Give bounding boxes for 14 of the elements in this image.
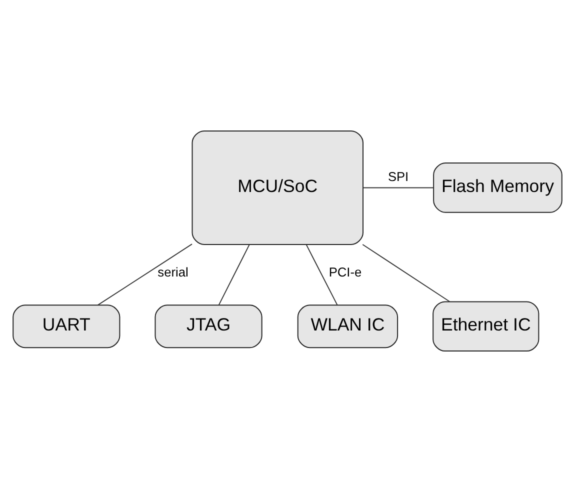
node-box: Flash Memory [433,162,562,213]
edge-label: serial [158,264,188,280]
connector [306,244,338,306]
connector [218,244,250,306]
connector [362,244,450,302]
node-box: JTAG [154,304,262,348]
node-box: UART [12,304,120,348]
edge-label: SPI [388,169,409,184]
edge-label: PCI-e [328,264,362,280]
node-box: WLAN IC [297,304,398,348]
connector [362,187,434,188]
connector [97,244,193,306]
node-box: MCU/SoC [192,130,364,245]
node-box: Ethernet IC [432,301,540,352]
